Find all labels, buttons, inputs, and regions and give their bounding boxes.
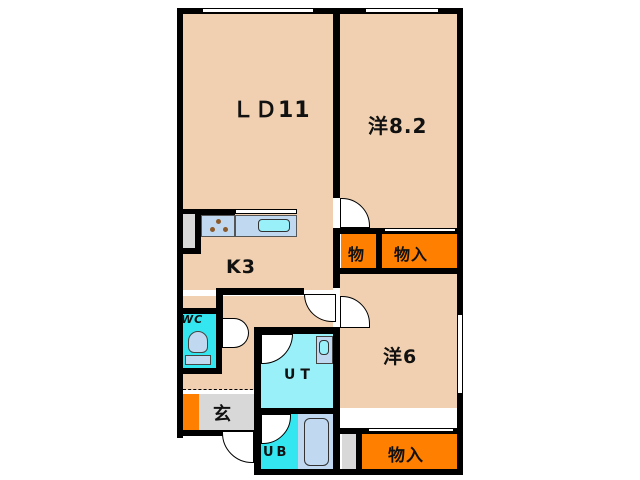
window-western1	[366, 8, 438, 13]
wall-top	[177, 8, 462, 14]
room-label-closet1: 物入	[394, 245, 429, 264]
floor-western1	[340, 14, 457, 232]
closet-door-rail-1	[384, 228, 456, 232]
floor-western2	[340, 274, 457, 408]
bathtub-icon	[304, 418, 329, 466]
wall-storage-mid	[376, 234, 382, 270]
room-label-storage-small: 物	[348, 245, 366, 264]
wall-left	[177, 8, 183, 438]
burner-icon	[216, 219, 221, 224]
shoe-box	[183, 394, 199, 430]
wall-kitchen-hall-left	[216, 288, 223, 318]
room-label-wc: WC	[181, 313, 204, 326]
wall-right	[457, 8, 463, 474]
burner-icon	[223, 227, 228, 232]
room-label-western2: 洋6	[383, 346, 418, 368]
room-label-closet2: 物入	[388, 446, 424, 466]
window-ld	[203, 8, 313, 13]
wall-kitchen-hall	[216, 288, 304, 295]
door-wc[interactable]	[221, 318, 249, 348]
room-label-ub: UB	[263, 445, 290, 460]
burner-icon	[210, 227, 215, 232]
closet-1	[382, 234, 457, 268]
toilet-icon	[188, 331, 208, 353]
wall-storage-bottom	[333, 268, 463, 274]
kitchen-backwall-window	[235, 209, 297, 214]
wall-bottom-right	[254, 469, 463, 475]
floor-ld	[183, 14, 333, 214]
kitchen-backwall	[195, 209, 235, 215]
wall-ut-ub	[254, 409, 340, 414]
sink-icon	[258, 219, 290, 232]
closet-door-rail-2	[368, 428, 454, 432]
toilet-tank-icon	[185, 355, 211, 365]
room-label-entrance: 玄	[213, 404, 232, 425]
entrance-line	[183, 389, 258, 390]
door-entrance[interactable]	[222, 431, 254, 463]
fridge-space	[183, 214, 195, 248]
window-western2	[457, 315, 463, 393]
wall-divider-center	[333, 8, 340, 198]
room-label-kitchen: K3	[226, 256, 256, 278]
washbasin-icon	[319, 340, 329, 355]
wall-divider-center-lower	[333, 228, 340, 288]
pipe-space	[342, 434, 356, 469]
room-label-ut: UT	[284, 367, 315, 383]
wall-closet2-left	[356, 434, 362, 470]
wall-bottom-left	[177, 430, 260, 436]
storage-small	[341, 234, 376, 268]
closet-2	[362, 434, 457, 469]
room-label-western1: 洋8.2	[368, 114, 428, 138]
room-label-ld: ＬＤ11	[232, 98, 311, 123]
